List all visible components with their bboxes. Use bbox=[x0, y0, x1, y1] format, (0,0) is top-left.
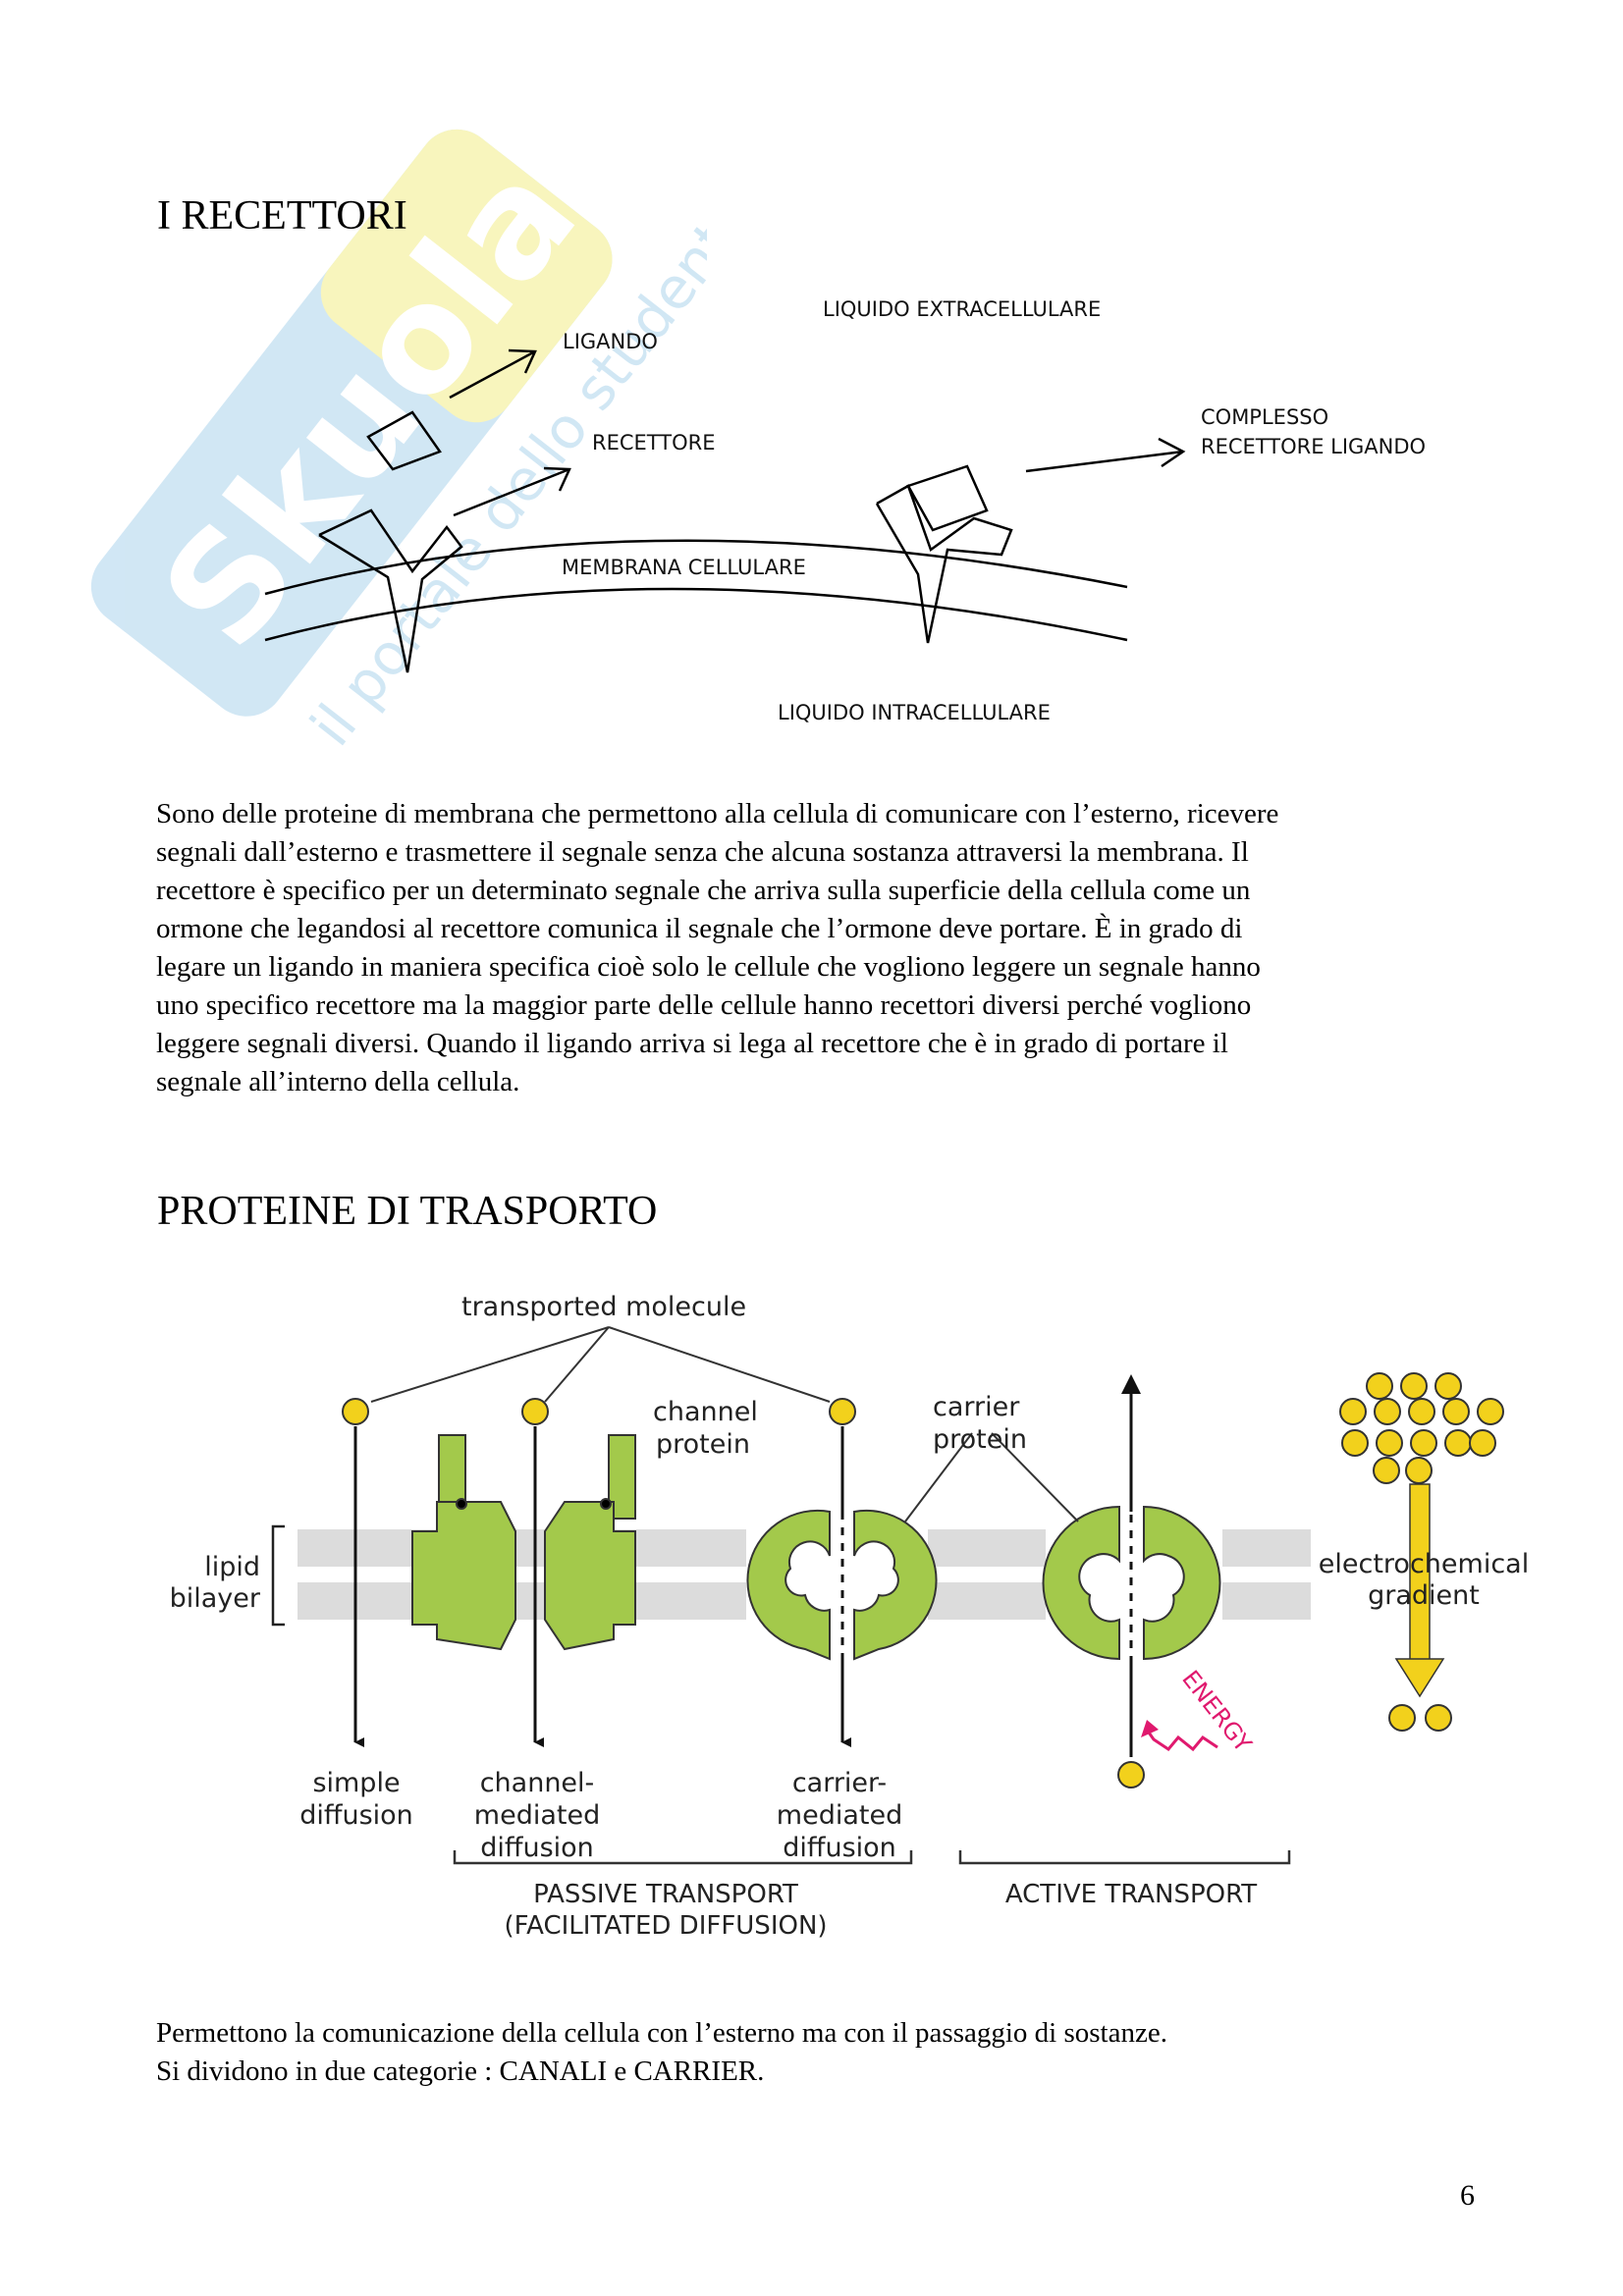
text-line: segnale all’interno della cellula. bbox=[156, 1063, 1278, 1101]
paragraph-recettori: Sono delle proteine di membrana che perm… bbox=[156, 795, 1278, 1101]
label-channel-protein: protein bbox=[656, 1429, 750, 1460]
ligand-arrow-line bbox=[450, 351, 535, 398]
label-carrier: carrier bbox=[933, 1392, 1020, 1422]
label-channel-mediated-2: mediated bbox=[474, 1800, 600, 1831]
label-membrana: MEMBRANA CELLULARE bbox=[562, 556, 806, 579]
label-carrier-protein: protein bbox=[933, 1424, 1027, 1455]
molecule-simple bbox=[343, 1399, 368, 1424]
text-line: Permettono la comunicazione della cellul… bbox=[156, 2014, 1167, 2053]
receptor-diagram: LIGANDO RECETTORE LIQUIDO EXTRACELLULARE… bbox=[0, 0, 1623, 785]
label-facilitated-diffusion: (FACILITATED DIFFUSION) bbox=[504, 1911, 827, 1941]
label-active-transport: ACTIVE TRANSPORT bbox=[1005, 1880, 1257, 1909]
label-bilayer: bilayer bbox=[170, 1583, 261, 1614]
transport-figure: ENERGY transported molecule channel prot… bbox=[0, 1266, 1623, 1973]
text-line: recettore è specifico per un determinato… bbox=[156, 872, 1278, 910]
label-complesso: COMPLESSO bbox=[1201, 405, 1328, 429]
text-line: legare un ligando in maniera specifica c… bbox=[156, 948, 1278, 987]
receptor-arrow-line bbox=[454, 469, 569, 515]
label-channel-mediated-1: channel- bbox=[480, 1768, 595, 1798]
text-line: leggere segnali diversi. Quando il ligan… bbox=[156, 1025, 1278, 1063]
energy-label: ENERGY bbox=[1176, 1665, 1257, 1757]
label-liquido-intracellulare: LIQUIDO INTRACELLULARE bbox=[778, 701, 1051, 724]
complex-arrow-line bbox=[1026, 452, 1183, 471]
label-channel: channel bbox=[653, 1397, 758, 1427]
label-liquido-extracellulare: LIQUIDO EXTRACELLULARE bbox=[823, 297, 1101, 321]
molecule-carrier bbox=[830, 1399, 855, 1424]
active-bracket bbox=[960, 1850, 1289, 1863]
page-number: 6 bbox=[1460, 2179, 1475, 2213]
label-gradient: gradient bbox=[1368, 1580, 1480, 1611]
text-line: uno specifico recettore ma la maggior pa… bbox=[156, 987, 1278, 1025]
label-carrier-mediated-3: diffusion bbox=[783, 1833, 896, 1863]
bilayer-bracket bbox=[273, 1526, 285, 1625]
channel-right-half bbox=[545, 1502, 635, 1649]
text-line: Si dividono in due categorie : CANALI e … bbox=[156, 2053, 1167, 2091]
molecule-channel bbox=[522, 1399, 548, 1424]
label-recettore-ligando: RECETTORE LIGANDO bbox=[1201, 435, 1426, 458]
receptor-left-shape bbox=[319, 510, 461, 672]
energy-icon: ENERGY bbox=[1141, 1665, 1257, 1757]
label-channel-mediated-3: diffusion bbox=[480, 1833, 594, 1863]
label-recettore: RECETTORE bbox=[592, 431, 715, 454]
label-simple-diffusion: diffusion bbox=[299, 1800, 413, 1831]
label-electrochemical: electrochemical bbox=[1319, 1549, 1529, 1579]
text-line: segnali dall’esterno e trasmettere il se… bbox=[156, 833, 1278, 872]
label-carrier-mediated-2: mediated bbox=[777, 1800, 902, 1831]
ligand-shape bbox=[368, 412, 440, 469]
paragraph-trasporto: Permettono la comunicazione della cellul… bbox=[156, 2014, 1167, 2091]
label-passive-transport: PASSIVE TRANSPORT bbox=[533, 1880, 798, 1909]
label-transported-molecule: transported molecule bbox=[461, 1292, 746, 1322]
label-ligando: LIGANDO bbox=[563, 330, 658, 353]
text-line: Sono delle proteine di membrana che perm… bbox=[156, 795, 1278, 833]
label-simple: simple bbox=[312, 1768, 400, 1798]
molecule-active bbox=[1118, 1762, 1144, 1788]
section-heading-trasporto: PROTEINE DI TRASPORTO bbox=[157, 1188, 657, 1235]
label-lipid: lipid bbox=[204, 1552, 260, 1582]
text-line: ormone che legandosi al recettore comuni… bbox=[156, 910, 1278, 948]
channel-left-half bbox=[412, 1502, 515, 1649]
label-carrier-mediated-1: carrier- bbox=[792, 1768, 887, 1798]
